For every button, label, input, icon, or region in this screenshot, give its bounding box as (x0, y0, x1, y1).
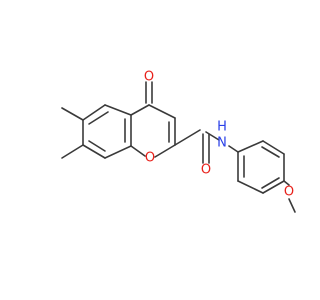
atom-labels-layer: O O O N H O (144, 70, 294, 200)
bond (288, 198, 296, 213)
bond (82, 104, 106, 121)
molecule-structure-diagram: O O O N H O (61, 70, 296, 213)
methoxy-oxygen-label: O (284, 185, 294, 200)
bond (237, 140, 264, 153)
amide-oxygen-label: O (201, 163, 211, 178)
bond (283, 180, 290, 186)
bond (261, 177, 280, 189)
bond (154, 144, 176, 158)
bond (61, 144, 84, 159)
bond (262, 180, 285, 194)
bond (130, 104, 150, 116)
bonds-layer (61, 81, 296, 213)
bond (61, 107, 84, 121)
amide-nitrogen-label: N (217, 136, 227, 151)
bond (262, 140, 285, 155)
bond (104, 104, 132, 116)
bond (205, 131, 220, 141)
bond (82, 144, 106, 159)
ring-oxygen-label: O (145, 151, 155, 166)
bond (104, 145, 132, 159)
bond (228, 145, 239, 153)
amide-hydrogen-label: H (217, 120, 227, 135)
bond (88, 111, 109, 125)
bond (174, 129, 201, 146)
ketone-oxygen-label: O (144, 70, 154, 85)
bond (88, 140, 106, 152)
bond (237, 180, 264, 194)
bond (148, 104, 176, 119)
bond (261, 146, 280, 158)
bond (130, 145, 146, 157)
